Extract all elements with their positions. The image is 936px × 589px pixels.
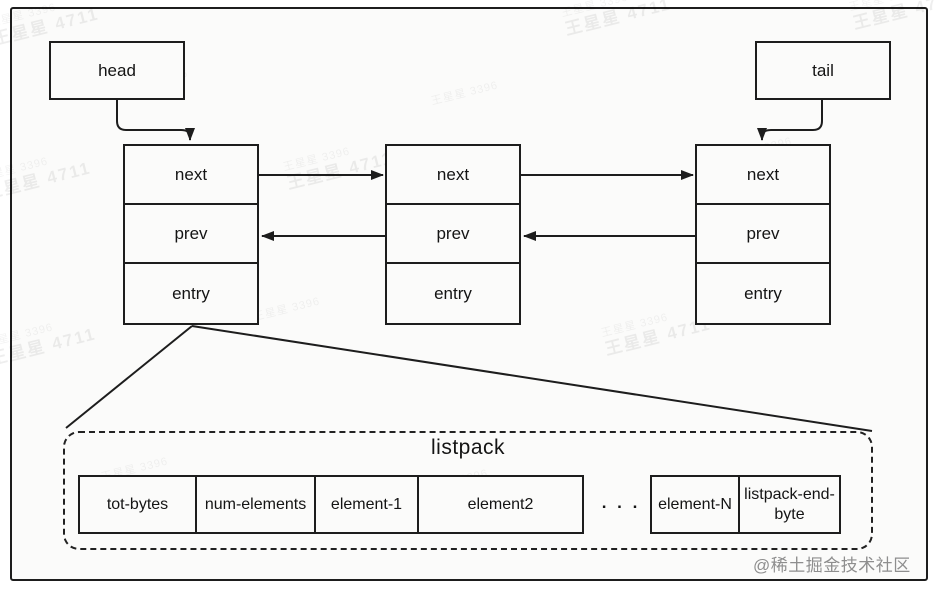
node2-entry-cell: entry (434, 283, 472, 303)
listpack-cell-listpack-end-byte: listpack-end-byte (738, 475, 841, 534)
listpack-tail-cells-row: element-N listpack-end-byte (650, 475, 841, 534)
listpack-cell-tot-bytes: tot-bytes (78, 475, 197, 534)
entry-expansion-line-right (191, 325, 873, 432)
tail-label: tail (812, 60, 834, 80)
listpack-cells-row: tot-bytes num-elements element-1 element… (78, 475, 584, 534)
node3-entry-cell: entry (744, 283, 782, 303)
listpack-cell-element-N: element-N (650, 475, 740, 534)
tail-box: tail (755, 41, 891, 100)
tail-to-node3-connector (757, 100, 823, 141)
node2-prev-cell: prev (387, 205, 519, 264)
listpack-ellipsis: . . . (601, 493, 641, 512)
node1-next-cell: next (125, 146, 257, 205)
node2-next-cell: next (387, 146, 519, 205)
listpack-cell-element2: element2 (417, 475, 584, 534)
head-to-node1-connector (116, 100, 195, 141)
node1-entry-cell: entry (172, 283, 210, 303)
node3-prev-cell: prev (697, 205, 829, 264)
list-node-3: next prev entry (695, 144, 831, 325)
listpack-cell-element-1: element-1 (314, 475, 419, 534)
entry-expansion-line-left (65, 325, 193, 429)
head-box: head (49, 41, 185, 100)
listpack-dashed-container (63, 431, 873, 550)
listpack-title: listpack (430, 436, 506, 459)
head-label: head (98, 60, 136, 80)
juejin-community-watermark: @稀土掘金技术社区 (753, 556, 911, 575)
list-node-1: next prev entry (123, 144, 259, 325)
node1-prev-cell: prev (125, 205, 257, 264)
node3-next-cell: next (697, 146, 829, 205)
list-node-2: next prev entry (385, 144, 521, 325)
listpack-cell-num-elements: num-elements (195, 475, 316, 534)
